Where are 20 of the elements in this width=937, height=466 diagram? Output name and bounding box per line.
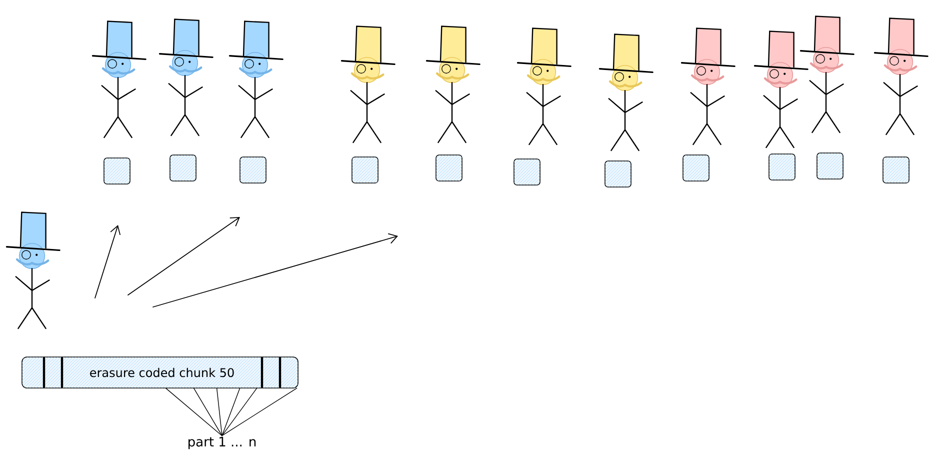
chunk-bar: erasure coded chunk 50 [42,356,282,388]
person-drawing [516,28,572,146]
part-label: part 1 ... n [188,436,256,450]
person-drawing [228,20,284,138]
person-drawing [340,26,396,144]
person-drawing [598,34,654,152]
person-drawing [680,28,736,146]
leader-line [222,388,298,436]
person-drawing [92,20,146,138]
person-drawing [754,30,808,148]
leader-line [165,388,222,436]
person-drawing [6,212,60,330]
person-drawing [800,16,854,134]
person-drawing [874,18,928,136]
person-drawing [158,18,214,136]
leader-line [222,388,240,436]
leader-line [216,388,222,436]
person-drawing [426,26,480,144]
leader-line [193,388,222,436]
leader-line [222,388,258,436]
